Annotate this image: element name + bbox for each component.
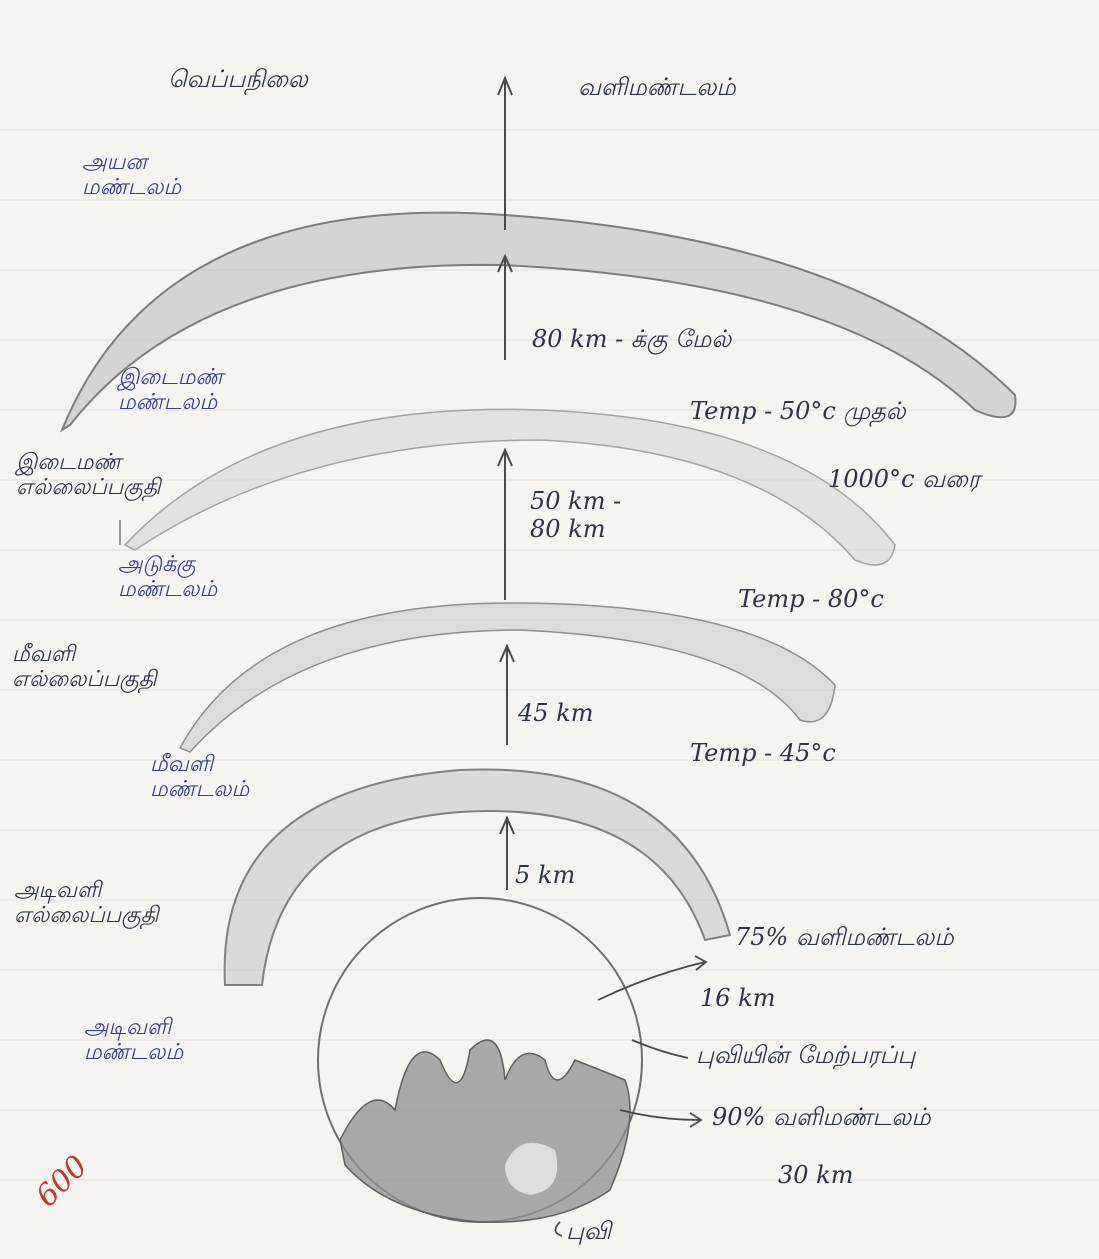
arc-band-troposphere bbox=[225, 769, 730, 985]
altitude-upper: 50 km - 80 km bbox=[530, 488, 621, 543]
layer-label-line1: மீவளி bbox=[150, 752, 249, 777]
temperature-top-line2: 1000°c வரை bbox=[828, 466, 980, 494]
earth-note-90-percent: 90% வளிமண்டலம் bbox=[712, 1104, 931, 1132]
pause-label-mesopause: இடைமண் எல்லைப்பகுதி bbox=[16, 450, 161, 501]
layer-label-line2: மண்டலம் bbox=[118, 390, 223, 415]
pause-label-line2: எல்லைப்பகுதி bbox=[16, 475, 161, 500]
temperature-upper: Temp - 80°c bbox=[738, 586, 884, 614]
temperature-top-line1: Temp - 50°c முதல் bbox=[690, 398, 906, 426]
layer-label-thermosphere: அயன மண்டலம் bbox=[82, 150, 181, 201]
layer-label-line1: அடுக்கு bbox=[118, 552, 217, 577]
earth-bottom-label: புவி bbox=[566, 1218, 611, 1246]
layer-label-mesosphere: இடைமண் மண்டலம் bbox=[118, 365, 223, 416]
pause-label-line1: இடைமண் bbox=[16, 450, 161, 475]
earth-core-shading bbox=[340, 1040, 630, 1222]
layer-label-line2: மண்டலம் bbox=[118, 577, 217, 602]
layer-label-stratosphere: அடுக்கு மண்டலம் bbox=[118, 552, 217, 603]
earth-note-75-percent: 75% வளிமண்டலம் bbox=[735, 924, 954, 952]
altitude-upper-line2: 80 km bbox=[530, 516, 621, 544]
layer-label-line1: அடிவளி bbox=[84, 1015, 183, 1040]
right-heading: வளிமண்டலம் bbox=[578, 74, 736, 102]
layer-label-line2: மண்டலம் bbox=[84, 1040, 183, 1065]
temperature-middle: Temp - 45°c bbox=[690, 740, 836, 768]
left-heading: வெப்பநிலை bbox=[168, 66, 308, 94]
altitude-middle: 45 km bbox=[518, 700, 593, 728]
layer-label-line2: மண்டலம் bbox=[82, 175, 181, 200]
altitude-top: 80 km - க்கு மேல் bbox=[532, 326, 731, 354]
earth-note-surface: புவியின் மேற்பரப்பு bbox=[696, 1042, 915, 1070]
layer-label-stratosphere-lower: மீவளி மண்டலம் bbox=[150, 752, 249, 803]
arc-band-mesosphere bbox=[125, 409, 895, 565]
layer-label-troposphere: அடிவளி மண்டலம் bbox=[84, 1015, 183, 1066]
altitude-lower: 5 km bbox=[515, 862, 575, 890]
layer-label-line1: இடைமண் bbox=[118, 365, 223, 390]
earth-note-30km: 30 km bbox=[778, 1162, 853, 1190]
pause-label-line1: மீவளி bbox=[12, 642, 157, 667]
earth-note-16km: 16 km bbox=[700, 985, 775, 1013]
pause-label-line2: எல்லைப்பகுதி bbox=[12, 667, 157, 692]
pause-label-line1: அடிவளி bbox=[14, 878, 159, 903]
layer-label-line2: மண்டலம் bbox=[150, 777, 249, 802]
altitude-upper-line1: 50 km - bbox=[530, 488, 621, 516]
layer-label-line1: அயன bbox=[82, 150, 181, 175]
pause-label-tropopause: அடிவளி எல்லைப்பகுதி bbox=[14, 878, 159, 929]
pause-label-line2: எல்லைப்பகுதி bbox=[14, 903, 159, 928]
pause-label-stratopause: மீவளி எல்லைப்பகுதி bbox=[12, 642, 157, 693]
